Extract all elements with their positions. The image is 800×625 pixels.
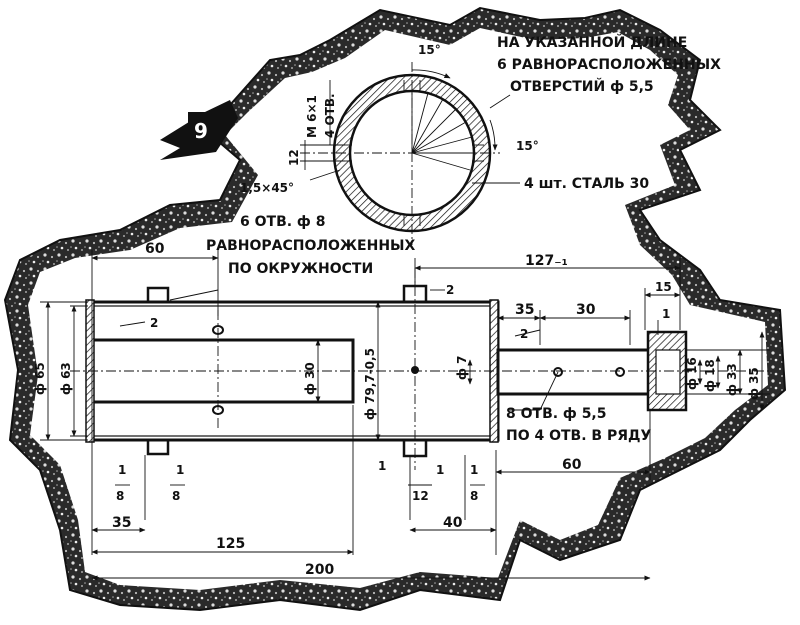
main-view [40, 250, 770, 581]
dim-60-top: 60 [145, 241, 165, 257]
dia-16: ф 16 [685, 357, 699, 390]
holes-note-line-1: 6 ОТВ. ф 8 [240, 214, 325, 230]
dim-1-right: 1 [662, 307, 670, 321]
dim-60-bottom: 60 [562, 457, 582, 473]
angle-top: 15° [418, 43, 441, 57]
holes-note-line-2: РАВНОРАСПОЛОЖЕННЫХ [206, 238, 416, 254]
dia-30: ф 30 [303, 362, 317, 395]
note-line-3: ОТВЕРСТИЙ ф 5,5 [510, 78, 654, 95]
weld-2b: 2 [150, 316, 158, 330]
depth-12: 12 [287, 149, 301, 166]
dia-65: ф 65 [33, 362, 47, 395]
dia-35: ф 35 [747, 367, 761, 400]
dim-1a: 1 [118, 463, 126, 477]
dia-33: ф 33 [725, 363, 739, 396]
dia-7: ф 7 [455, 356, 469, 380]
holes-note-line-3: ПО ОКРУЖНОСТИ [228, 261, 373, 277]
dim-125: 125 [216, 536, 245, 552]
weld-2a: 2 [446, 283, 454, 297]
dim-127: 127₋₁ [525, 253, 568, 269]
note-line-1: НА УКАЗАННОЙ ДЛИНЕ [497, 34, 687, 51]
material: 4 шт. СТАЛЬ 30 [524, 176, 649, 192]
dim-1d: 1 [436, 463, 444, 477]
dim-30-right: 30 [576, 302, 596, 318]
drawing-area [28, 28, 768, 590]
dim-1e: 1 [470, 463, 478, 477]
weld-2c: 2 [520, 327, 528, 341]
dim-8b: 8 [172, 489, 180, 503]
dim-35-bottom: 35 [112, 515, 131, 531]
section-view [300, 62, 520, 245]
holes8-line-1: 8 ОТВ. ф 5,5 [506, 406, 607, 422]
note-line-2: 6 РАВНОРАСПОЛОЖЕННЫХ [497, 57, 721, 73]
holes8-line-2: ПО 4 ОТВ. В РЯДУ [506, 428, 651, 444]
dia-63: ф 63 [59, 362, 73, 395]
dia-18: ф 18 [703, 359, 717, 392]
dia-79: ф 79,7-0,5 [363, 348, 377, 420]
dim-8c: 8 [470, 489, 478, 503]
dim-35-right: 35 [515, 302, 534, 318]
thread-holes: 4 ОТВ. [323, 93, 337, 138]
dim-8a: 8 [116, 489, 124, 503]
dim-12: 12 [412, 489, 429, 503]
angle-right: 15° [516, 139, 539, 153]
figure-number: 9 [194, 119, 208, 143]
thread-spec: М 6×1 [305, 95, 319, 138]
dim-1b: 1 [176, 463, 184, 477]
dim-1c: 1 [378, 459, 386, 473]
dim-40: 40 [443, 515, 463, 531]
chamfer: 1,5×45° [240, 181, 294, 195]
dim-200: 200 [305, 562, 334, 578]
figure-number-badge: 9 [160, 100, 238, 160]
dim-15: 15 [655, 280, 672, 294]
